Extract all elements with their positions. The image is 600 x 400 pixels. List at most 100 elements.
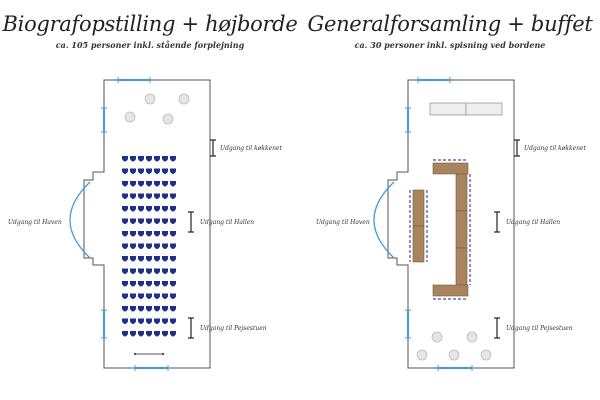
chair <box>146 193 152 199</box>
chair <box>170 218 176 224</box>
chair <box>130 181 136 187</box>
chair <box>170 168 176 174</box>
chair <box>138 318 144 324</box>
door-ticks <box>405 77 473 371</box>
layout-assembly: Generalforsamling + buffet ca. 30 person… <box>300 0 600 400</box>
chair <box>146 181 152 187</box>
room-walls <box>387 79 515 369</box>
chair <box>122 168 128 174</box>
chair <box>162 256 168 262</box>
chair <box>154 268 160 274</box>
chair <box>122 293 128 299</box>
chair <box>130 331 136 337</box>
round-table <box>416 349 428 361</box>
label-hall-exit: Udgang til Hallen <box>506 219 561 226</box>
garden-door-arc <box>373 181 395 259</box>
chair <box>162 306 168 312</box>
chair <box>154 243 160 249</box>
chair <box>170 331 176 337</box>
chair <box>162 243 168 249</box>
table <box>432 162 469 175</box>
chair <box>138 156 144 162</box>
chair-rows <box>409 159 471 300</box>
chair <box>162 218 168 224</box>
chair <box>130 306 136 312</box>
chair <box>130 231 136 237</box>
chair <box>122 306 128 312</box>
round-table <box>480 349 492 361</box>
chair <box>154 206 160 212</box>
standing-table <box>124 111 136 123</box>
chair <box>170 243 176 249</box>
chair <box>170 293 176 299</box>
chair <box>162 331 168 337</box>
chair <box>122 193 128 199</box>
round-table <box>466 331 478 343</box>
chair <box>162 156 168 162</box>
floor-plan <box>373 77 520 371</box>
chair <box>162 268 168 274</box>
label-hall-exit: Udgang til Hallen <box>200 219 255 226</box>
chair <box>170 231 176 237</box>
chair <box>130 318 136 324</box>
chair <box>138 293 144 299</box>
chair <box>162 293 168 299</box>
round-tables <box>416 331 492 361</box>
room-walls <box>83 79 211 369</box>
chair <box>138 193 144 199</box>
chair <box>138 206 144 212</box>
layout-title: Biografopstilling + højborde <box>2 12 298 36</box>
chair <box>154 331 160 337</box>
chair <box>122 243 128 249</box>
dining-tables <box>412 162 469 297</box>
chair <box>138 256 144 262</box>
chair <box>154 306 160 312</box>
door-ticks <box>101 77 169 371</box>
chair <box>146 218 152 224</box>
chair <box>162 231 168 237</box>
chair <box>170 306 176 312</box>
chair <box>146 168 152 174</box>
chair <box>154 256 160 262</box>
round-table <box>431 331 443 343</box>
chair <box>146 331 152 337</box>
standing-table <box>162 113 174 125</box>
chair <box>138 231 144 237</box>
chair <box>146 293 152 299</box>
chair <box>170 268 176 274</box>
chair <box>146 306 152 312</box>
chair <box>146 206 152 212</box>
layout-subtitle: ca. 30 personer inkl. spisning ved borde… <box>354 40 546 50</box>
table <box>455 173 468 212</box>
chair <box>130 293 136 299</box>
chair <box>146 156 152 162</box>
chair <box>162 206 168 212</box>
chair <box>122 256 128 262</box>
chair <box>122 331 128 337</box>
chair <box>154 318 160 324</box>
table <box>455 247 468 286</box>
garden-door-arc <box>69 181 91 259</box>
chair <box>122 218 128 224</box>
chair <box>170 281 176 287</box>
chair <box>154 293 160 299</box>
label-kitchen-exit: Udgang til køkkenet <box>524 145 586 152</box>
label-garden-exit: Udgang til Haven <box>8 219 62 226</box>
chair <box>154 218 160 224</box>
chair <box>122 181 128 187</box>
chair <box>162 281 168 287</box>
standing-table <box>144 93 156 105</box>
chair <box>122 231 128 237</box>
chair <box>138 281 144 287</box>
exit-markers <box>494 139 520 339</box>
chair <box>162 318 168 324</box>
chair <box>122 156 128 162</box>
chair <box>138 268 144 274</box>
chair <box>146 268 152 274</box>
chair <box>146 231 152 237</box>
label-peisestue-exit: Udgang til Pejsestuen <box>200 325 267 332</box>
chair <box>146 256 152 262</box>
floor-plan <box>69 77 216 371</box>
chair <box>138 306 144 312</box>
chair <box>170 206 176 212</box>
